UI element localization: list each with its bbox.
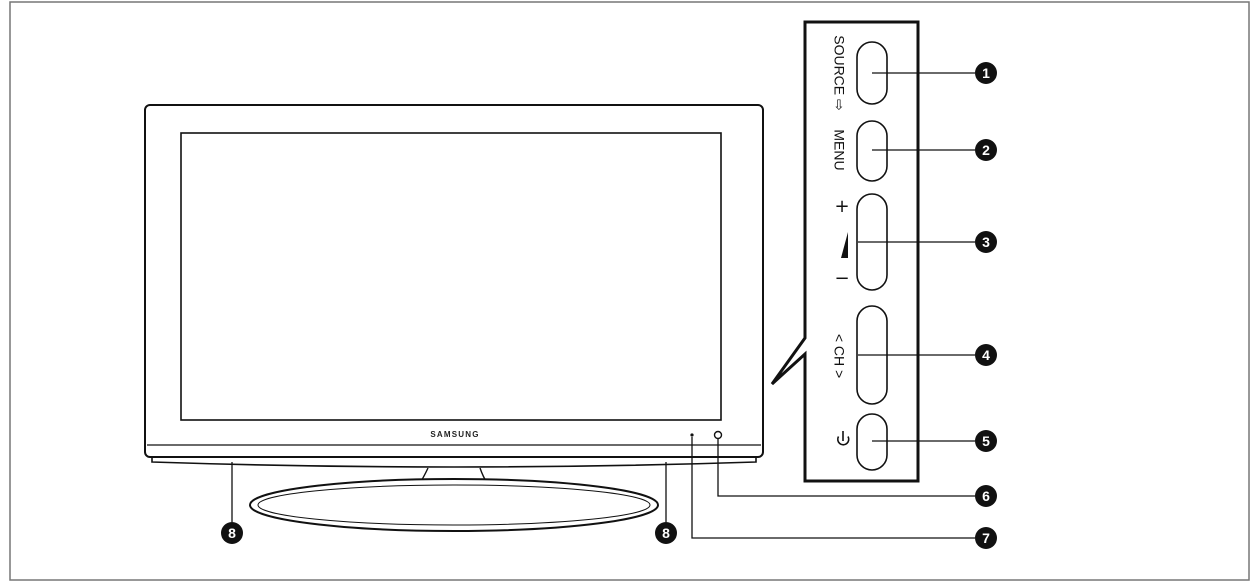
svg-text:8: 8 (662, 525, 670, 541)
stand-base (249, 478, 659, 532)
callout-8-right: 8 (655, 522, 677, 544)
callout-2: 2 (975, 139, 997, 161)
callout-7: 7 (975, 527, 997, 549)
svg-text:7: 7 (982, 530, 990, 546)
power-indicator-dot (690, 433, 694, 437)
power-icon (837, 431, 850, 446)
leader-7 (691, 437, 975, 539)
channel-label: < CH > (831, 334, 847, 378)
stand-base-inner (257, 484, 651, 526)
brand-logo: SAMSUNG (430, 430, 479, 439)
tv-monitor: SAMSUNG (144, 104, 764, 532)
diagram-frame (9, 1, 1250, 581)
svg-text:5: 5 (982, 433, 990, 449)
svg-text:6: 6 (982, 488, 990, 504)
menu-button[interactable] (856, 120, 888, 182)
volume-plus-label: + (834, 196, 849, 217)
callout-3: 3 (975, 231, 997, 253)
volume-icon (841, 232, 848, 258)
callout-6: 6 (975, 485, 997, 507)
tv-screen (180, 132, 722, 421)
svg-text:1: 1 (982, 65, 990, 81)
leader-6 (717, 439, 975, 497)
callout-8-left: 8 (221, 522, 243, 544)
remote-sensor (713, 430, 723, 440)
callout-5: 5 (975, 430, 997, 452)
svg-text:8: 8 (228, 525, 236, 541)
menu-label: MENU (831, 129, 847, 170)
leader-lines (231, 72, 975, 539)
volume-minus-label: − (834, 268, 849, 289)
control-panel: SOURCE ⇨ MENU + − < CH > (770, 20, 920, 483)
svg-text:3: 3 (982, 234, 990, 250)
source-label: SOURCE ⇨ (831, 35, 847, 111)
callout-4: 4 (975, 344, 997, 366)
power-button[interactable] (856, 413, 888, 471)
callout-1: 1 (975, 62, 997, 84)
speaker-strip (151, 457, 757, 468)
svg-text:2: 2 (982, 142, 990, 158)
svg-text:4: 4 (982, 347, 990, 363)
